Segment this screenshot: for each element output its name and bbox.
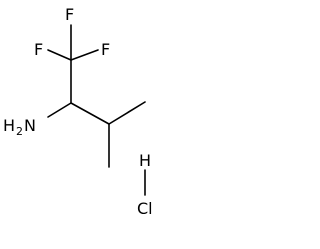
atom-f-top: F <box>65 5 74 24</box>
atom-n-amine: N <box>24 116 36 135</box>
bond-c3-methyl-right <box>108 101 146 125</box>
bonds <box>47 24 146 196</box>
atom-labels: F F F H 2 N H Cl <box>3 5 153 218</box>
bond-c2-n <box>47 102 72 118</box>
bond-c1-f-left <box>47 49 72 61</box>
bond-c2-c3 <box>70 102 110 125</box>
atom-f-right: F <box>101 40 110 59</box>
atom-h-amine: H <box>3 116 15 135</box>
atom-h-amine-count: 2 <box>16 125 23 138</box>
bond-c1-f-right <box>70 49 99 61</box>
atom-h-hcl: H <box>139 151 151 170</box>
atom-f-left: F <box>34 40 43 59</box>
atom-cl-hcl: Cl <box>137 199 153 218</box>
structure-diagram: F F F H 2 N H Cl <box>3 5 153 218</box>
